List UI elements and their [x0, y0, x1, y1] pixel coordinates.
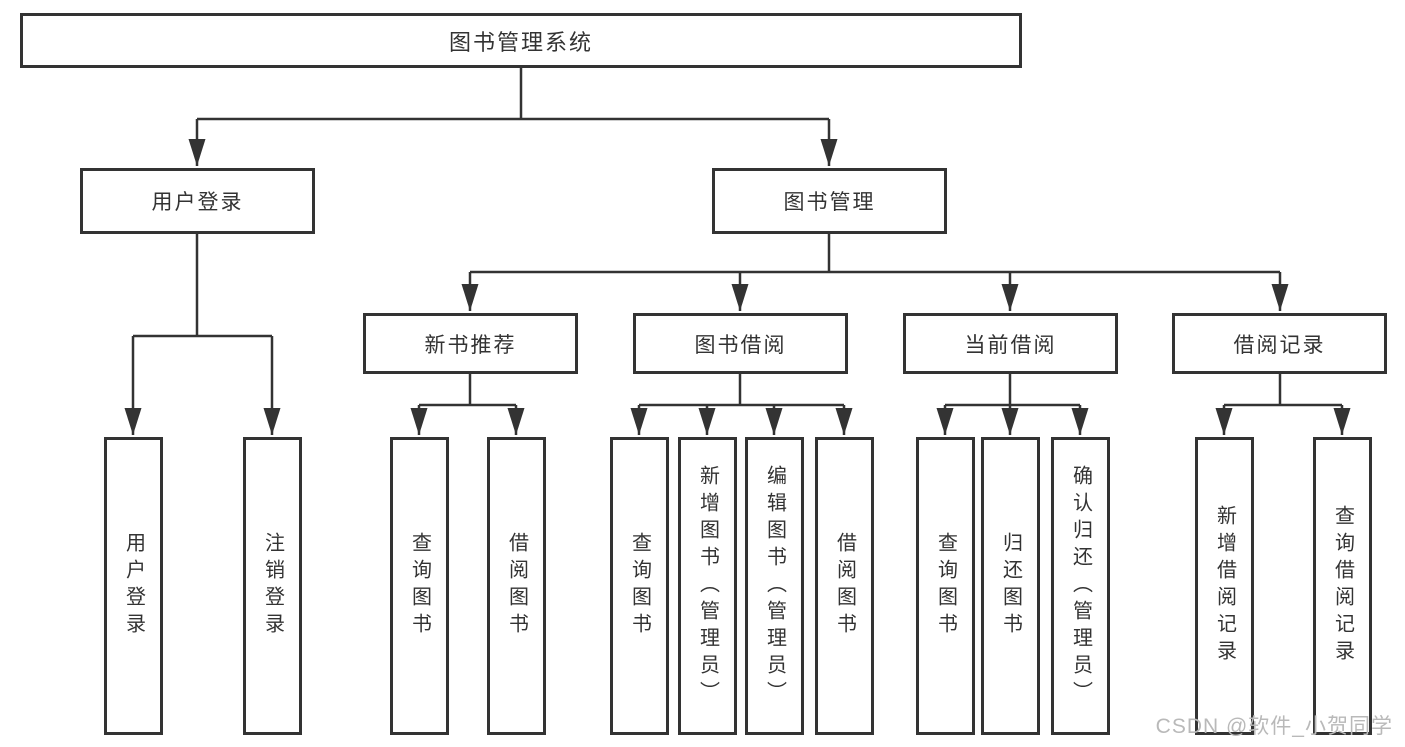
leaf-query-books-current: 查询图书: [916, 437, 975, 735]
leaf-add-borrow-record: 新增借阅记录: [1195, 437, 1254, 735]
csdn-watermark: CSDN @软件_小贺同学: [1155, 715, 1393, 738]
node-book-management: 图书管理: [712, 168, 947, 234]
leaf-edit-books-admin: 编辑图书（管理员）: [745, 437, 804, 735]
node-borrowing-records: 借阅记录: [1172, 313, 1387, 374]
leaf-confirm-return-admin: 确认归还（管理员）: [1051, 437, 1110, 735]
leaf-add-books-admin: 新增图书（管理员）: [678, 437, 737, 735]
leaf-query-books-recommend: 查询图书: [390, 437, 449, 735]
leaf-borrow-books-recommend: 借阅图书: [487, 437, 546, 735]
node-library-management-system: 图书管理系统: [20, 13, 1022, 68]
node-current-borrowing: 当前借阅: [903, 313, 1118, 374]
leaf-query-books-borrowing: 查询图书: [610, 437, 669, 735]
node-book-borrowing: 图书借阅: [633, 313, 848, 374]
leaf-user-login: 用户登录: [104, 437, 163, 735]
leaf-return-books: 归还图书: [981, 437, 1040, 735]
leaf-borrow-books-borrowing: 借阅图书: [815, 437, 874, 735]
node-user-login: 用户登录: [80, 168, 315, 234]
node-new-book-recommendation: 新书推荐: [363, 313, 578, 374]
leaf-logout: 注销登录: [243, 437, 302, 735]
leaf-query-borrow-record: 查询借阅记录: [1313, 437, 1372, 735]
